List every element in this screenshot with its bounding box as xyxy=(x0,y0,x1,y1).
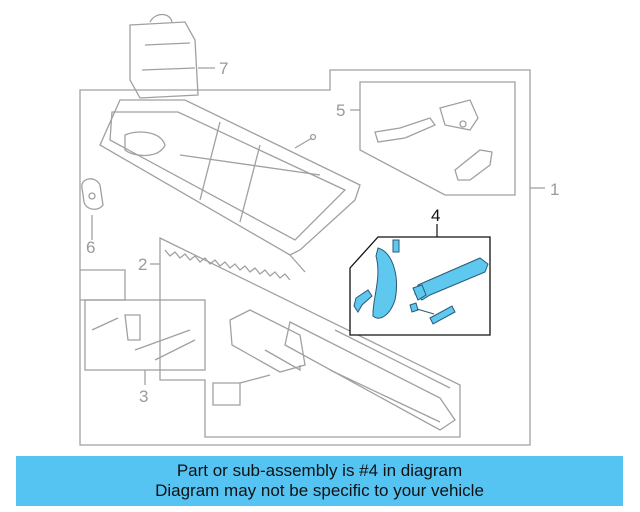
frame-bolt xyxy=(294,133,317,149)
screw xyxy=(409,302,419,313)
info-banner: Part or sub-assembly is #4 in diagram Di… xyxy=(16,456,623,506)
callout-4: 4 xyxy=(431,206,440,225)
side-clip xyxy=(353,289,373,313)
group-2-outline xyxy=(159,236,461,438)
wind-deflector-frame xyxy=(99,99,361,273)
spring-rod xyxy=(164,249,456,431)
parts-diagram: 1 2 3 4 5 6 7 xyxy=(79,13,559,446)
highlighted-part-4 xyxy=(353,239,489,325)
lever-mount xyxy=(412,284,427,301)
callout-1: 1 xyxy=(550,180,559,199)
banner-line-2: Diagram may not be specific to your vehi… xyxy=(155,481,484,500)
callout-6: 6 xyxy=(86,238,95,257)
banner-line-1: Part or sub-assembly is #4 in diagram xyxy=(176,461,463,480)
group-5-box xyxy=(359,81,516,196)
callout-5: 5 xyxy=(336,101,345,120)
bag-part xyxy=(129,13,215,99)
handle-bracket xyxy=(372,247,397,319)
group-3-box xyxy=(84,299,206,371)
small-plate xyxy=(429,305,456,325)
clip-part xyxy=(81,178,104,232)
screw-shaft xyxy=(416,308,435,315)
small-pin xyxy=(392,239,400,253)
callout-2: 2 xyxy=(138,255,147,274)
callout-7: 7 xyxy=(219,59,228,78)
group-3-parts xyxy=(91,314,196,361)
callout-3: 3 xyxy=(139,387,148,406)
group-5-parts xyxy=(374,99,493,181)
group-2-bracket xyxy=(212,309,306,406)
